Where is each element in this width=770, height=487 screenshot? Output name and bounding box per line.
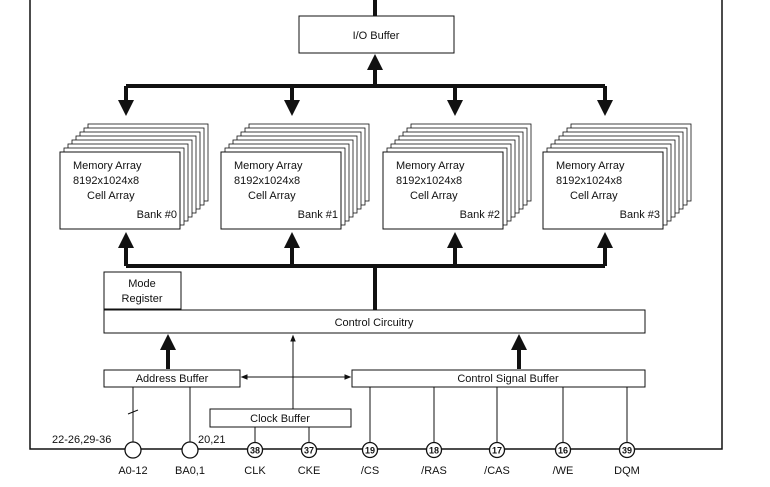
pin-name: CKE <box>298 465 321 477</box>
svg-text:Register: Register <box>122 293 163 305</box>
bank-number: Bank #1 <box>298 209 338 221</box>
pin-ras: 18/RAS <box>421 441 447 477</box>
pin-circle <box>300 441 318 459</box>
bank-cell-array: Cell Array <box>248 190 296 202</box>
bank-cell-array: Cell Array <box>570 190 618 202</box>
pin-we: 16/WE <box>553 441 574 477</box>
pin-circle <box>425 441 443 459</box>
pin-circle <box>554 441 572 459</box>
bank-cell-array: Cell Array <box>87 190 135 202</box>
pin-number: 37 <box>304 446 314 456</box>
pin-name: CLK <box>244 465 266 477</box>
bank-size: 8192x1024x8 <box>234 175 300 187</box>
pin-circle <box>181 441 199 459</box>
bank-number: Bank #0 <box>137 209 177 221</box>
svg-text:Control Signal Buffer: Control Signal Buffer <box>457 373 559 385</box>
pin-name: DQM <box>614 465 640 477</box>
pin-name: /CAS <box>484 465 510 477</box>
bank-pins-label: 20,21 <box>198 434 226 446</box>
bank-size: 8192x1024x8 <box>396 175 462 187</box>
pin-number: 39 <box>622 446 632 456</box>
pin-name: BA0,1 <box>175 465 205 477</box>
bank-cell-array: Cell Array <box>410 190 458 202</box>
pin-circle <box>246 441 264 459</box>
svg-text:Address Buffer: Address Buffer <box>136 373 209 385</box>
address-pins-label: 22-26,29-36 <box>52 434 111 446</box>
bank-title: Memory Array <box>73 160 142 172</box>
svg-text:Mode: Mode <box>128 278 156 290</box>
pin-name: A0-12 <box>118 465 147 477</box>
pin-a012: A0-12 <box>118 441 148 477</box>
clock-buffer: Clock Buffer <box>209 408 352 428</box>
pin-number: 38 <box>250 446 260 456</box>
pin-number: 16 <box>558 446 568 456</box>
bank-title: Memory Array <box>234 160 303 172</box>
mode-register: Mode Register <box>103 271 182 310</box>
pin-number: 17 <box>492 446 502 456</box>
svg-text:Clock Buffer: Clock Buffer <box>250 413 310 425</box>
pin-circle <box>488 441 506 459</box>
bank-number: Bank #3 <box>620 209 660 221</box>
io-buffer: I/O Buffer <box>298 15 455 54</box>
pin-name: /CS <box>361 465 379 477</box>
control-circuitry: Control Circuitry <box>103 309 646 334</box>
bank-number: Bank #2 <box>460 209 500 221</box>
svg-text:Control Circuitry: Control Circuitry <box>335 317 414 329</box>
pin-cs: 19/CS <box>361 441 379 477</box>
pin-circle <box>124 441 142 459</box>
bank-title: Memory Array <box>396 160 465 172</box>
pin-number: 19 <box>365 446 375 456</box>
bank-size: 8192x1024x8 <box>556 175 622 187</box>
bank-title: Memory Array <box>556 160 625 172</box>
io-buffer-label: I/O Buffer <box>353 30 400 42</box>
pin-cas: 17/CAS <box>484 441 510 477</box>
control-signal-buffer: Control Signal Buffer <box>351 369 646 388</box>
pin-name: /RAS <box>421 465 447 477</box>
pin-circle <box>361 441 379 459</box>
pin-circle <box>618 441 636 459</box>
pin-ba01: BA0,1 <box>175 441 205 477</box>
pin-name: /WE <box>553 465 574 477</box>
pin-number: 18 <box>429 446 439 456</box>
address-buffer: Address Buffer <box>103 369 241 388</box>
bank-size: 8192x1024x8 <box>73 175 139 187</box>
